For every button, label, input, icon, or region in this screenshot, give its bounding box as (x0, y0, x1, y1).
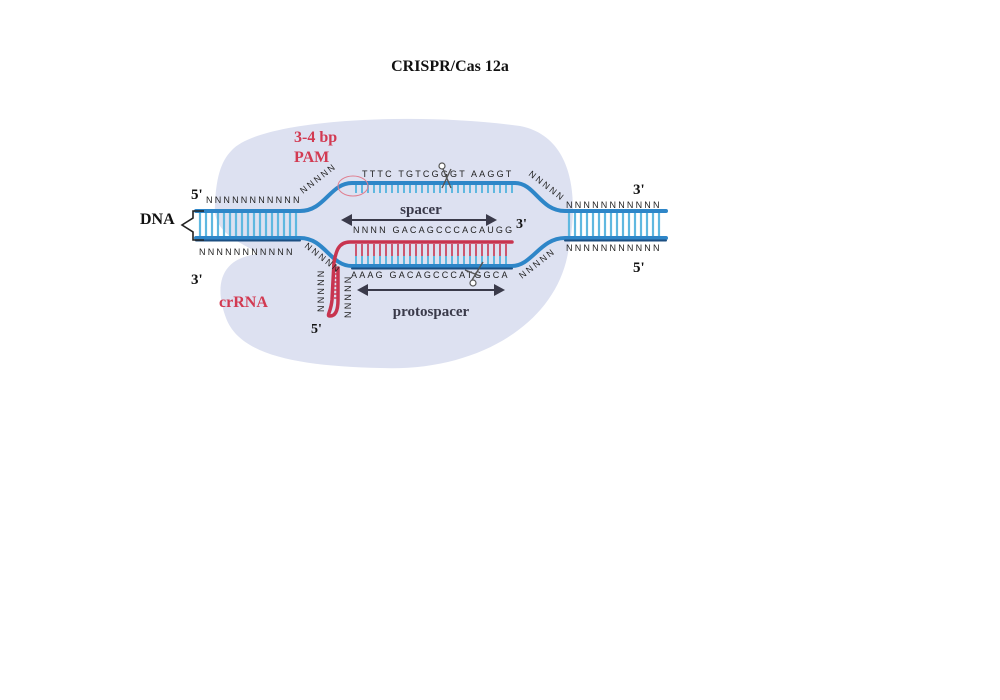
top-left-5prime: 5' (191, 187, 203, 203)
dna-label: DNA (140, 211, 175, 228)
dna-top-strand (194, 181, 668, 213)
seq-crrna: NNNN GACAGCCCACAUGG (353, 225, 514, 235)
base-pairs-right (567, 213, 661, 236)
dna-bracket (180, 210, 204, 241)
bottom-left-3prime: 3' (191, 272, 203, 288)
diagram-title: CRISPR/Cas 12a (391, 58, 509, 75)
spacer-label: spacer (400, 202, 442, 218)
seq-top-right-flank: NNNNNNNNNNN (566, 200, 662, 210)
seq-bottom-right-flank: NNNNNNNNNNN (566, 243, 662, 253)
pam-highlight (337, 175, 369, 197)
crrna-strand (326, 240, 514, 318)
dna-bottom-strand (194, 236, 668, 268)
seq-top-bubble: TTTC TGTCGGGT AAGGT (362, 169, 513, 179)
protospacer-arrow (357, 284, 505, 296)
pam-size-label: 3-4 bp (294, 129, 337, 146)
dna-bottom-strand-shade (195, 239, 667, 270)
seq-crrna-handle-b: NNNNN (343, 275, 353, 319)
pam-label: PAM (294, 149, 329, 166)
seq-bottom-bubble: AAAG GACAGCCCATGGCA (351, 270, 510, 280)
top-right-3prime: 3' (633, 182, 645, 198)
crrna-label: crRNA (219, 294, 268, 311)
seq-top-left-flank: NNNNNNNNNNN (206, 195, 302, 205)
scissors-icon-bottom (464, 261, 484, 287)
seq-crrna-handle-a: NNNNN (316, 269, 326, 313)
seq-bottom-left-flank: NNNNNNNNNNN (199, 247, 295, 257)
base-ticks-top-strand (355, 185, 513, 193)
crrna-5prime: 5' (311, 322, 322, 337)
spacer-arrow (341, 214, 497, 226)
base-pairs-left (198, 213, 298, 236)
protospacer-label: protospacer (393, 304, 470, 320)
scissors-icon-top (438, 162, 452, 189)
bottom-right-5prime: 5' (633, 260, 645, 276)
crrna-dna-base-pairs (355, 244, 507, 256)
crrna-3prime: 3' (516, 217, 527, 232)
